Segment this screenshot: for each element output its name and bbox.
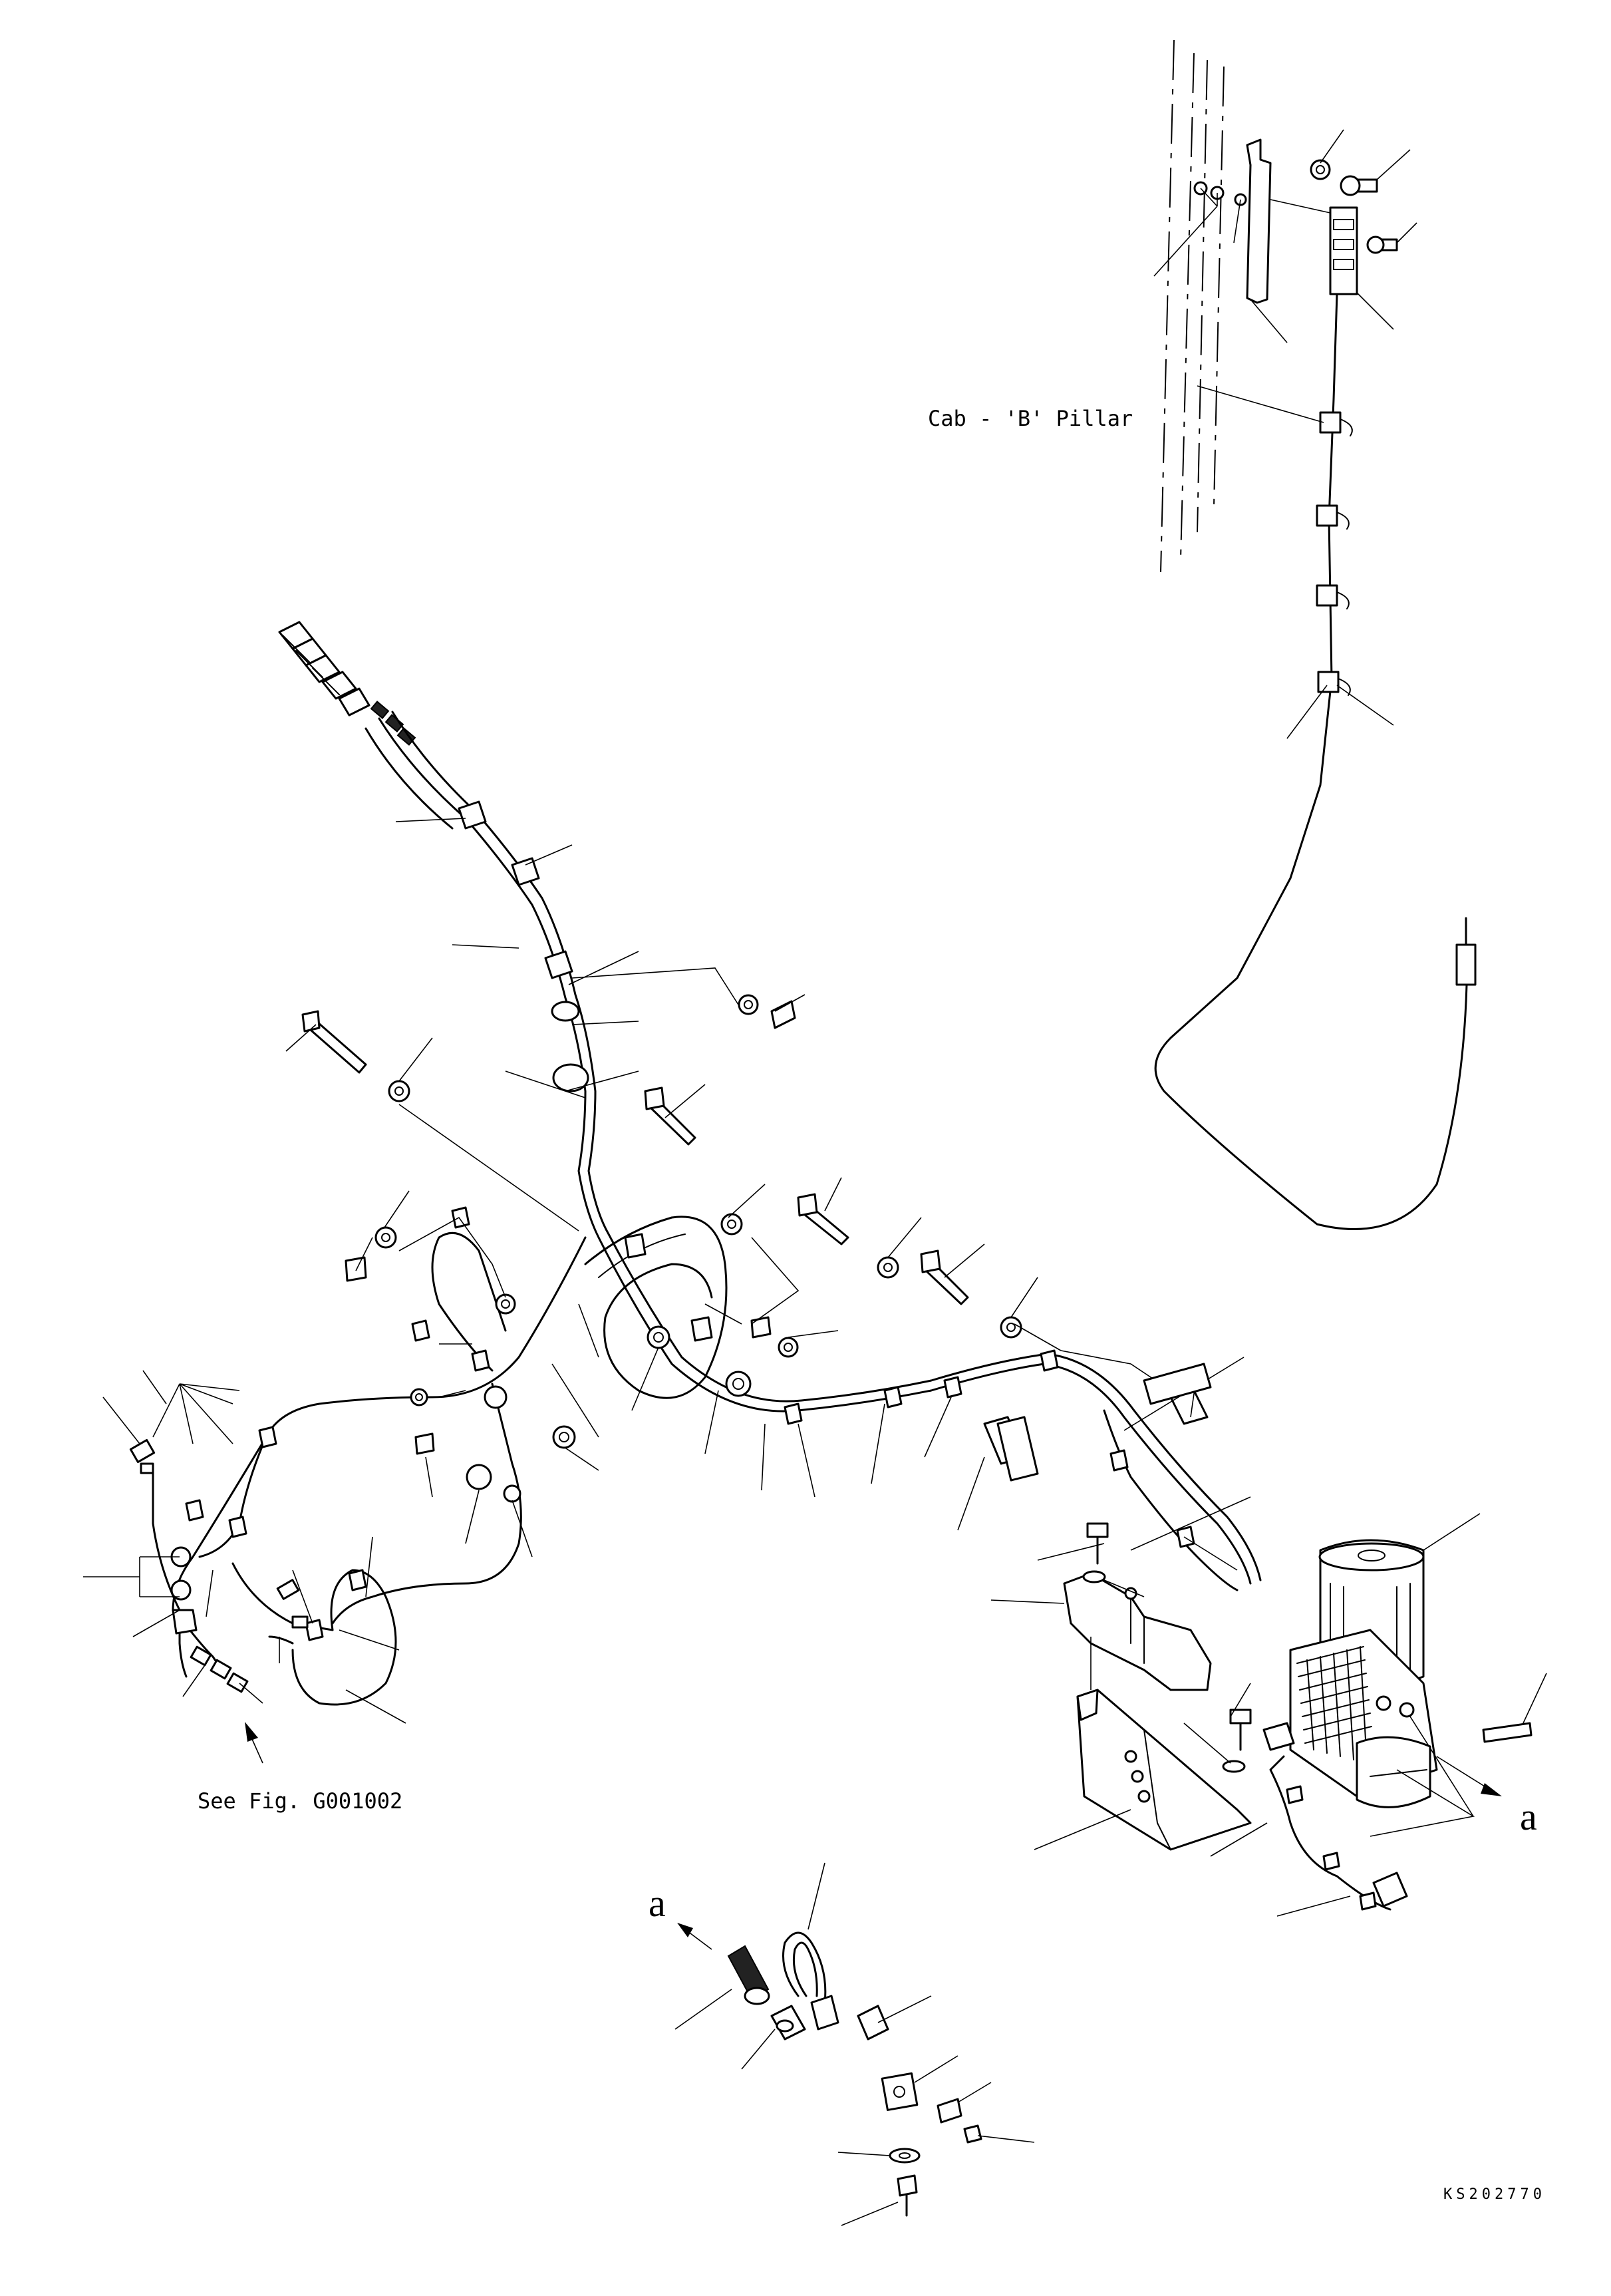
sleeves <box>996 1363 1212 1482</box>
main-leaders <box>83 818 1251 1724</box>
pillar-switch <box>1329 206 1358 295</box>
connector-cluster-top <box>278 621 416 746</box>
view-a-arrow-left <box>677 1923 712 1950</box>
motor-fasteners <box>1082 1522 1533 1773</box>
main-harness <box>152 711 1262 1706</box>
motor-grille <box>1296 1646 1372 1764</box>
see-fig-label: See Fig. G001002 <box>198 1788 402 1814</box>
motor-base-bracket <box>1076 1689 1252 1851</box>
pillar-leaders <box>1153 129 1417 739</box>
main-fasteners <box>301 994 1209 1465</box>
pillar-fasteners <box>1193 159 1398 254</box>
drawing-code: KS202770 <box>1443 2186 1546 2203</box>
detail-a-assembly <box>727 1931 982 2217</box>
cab-b-pillar-outline <box>1160 39 1225 573</box>
pillar-bracket <box>1246 138 1272 304</box>
see-fig-arrow <box>245 1722 263 1764</box>
motor-cover <box>1063 1572 1212 1691</box>
motor-unit <box>1289 1539 1438 1808</box>
cab-pillar-label: Cab - 'B' Pillar <box>928 406 1133 431</box>
view-a-label-right: a <box>1520 1795 1537 1838</box>
view-a-label-left: a <box>649 1882 666 1925</box>
harness-clips <box>170 800 1195 1641</box>
left-end-connectors <box>129 1438 309 1693</box>
motor-harness <box>1262 1722 1408 1911</box>
pillar-harness <box>1154 293 1477 1230</box>
view-a-arrow-right <box>1436 1756 1502 1796</box>
motor-leaders <box>990 1513 1547 1917</box>
detail-a-leaders <box>674 1862 1035 2226</box>
